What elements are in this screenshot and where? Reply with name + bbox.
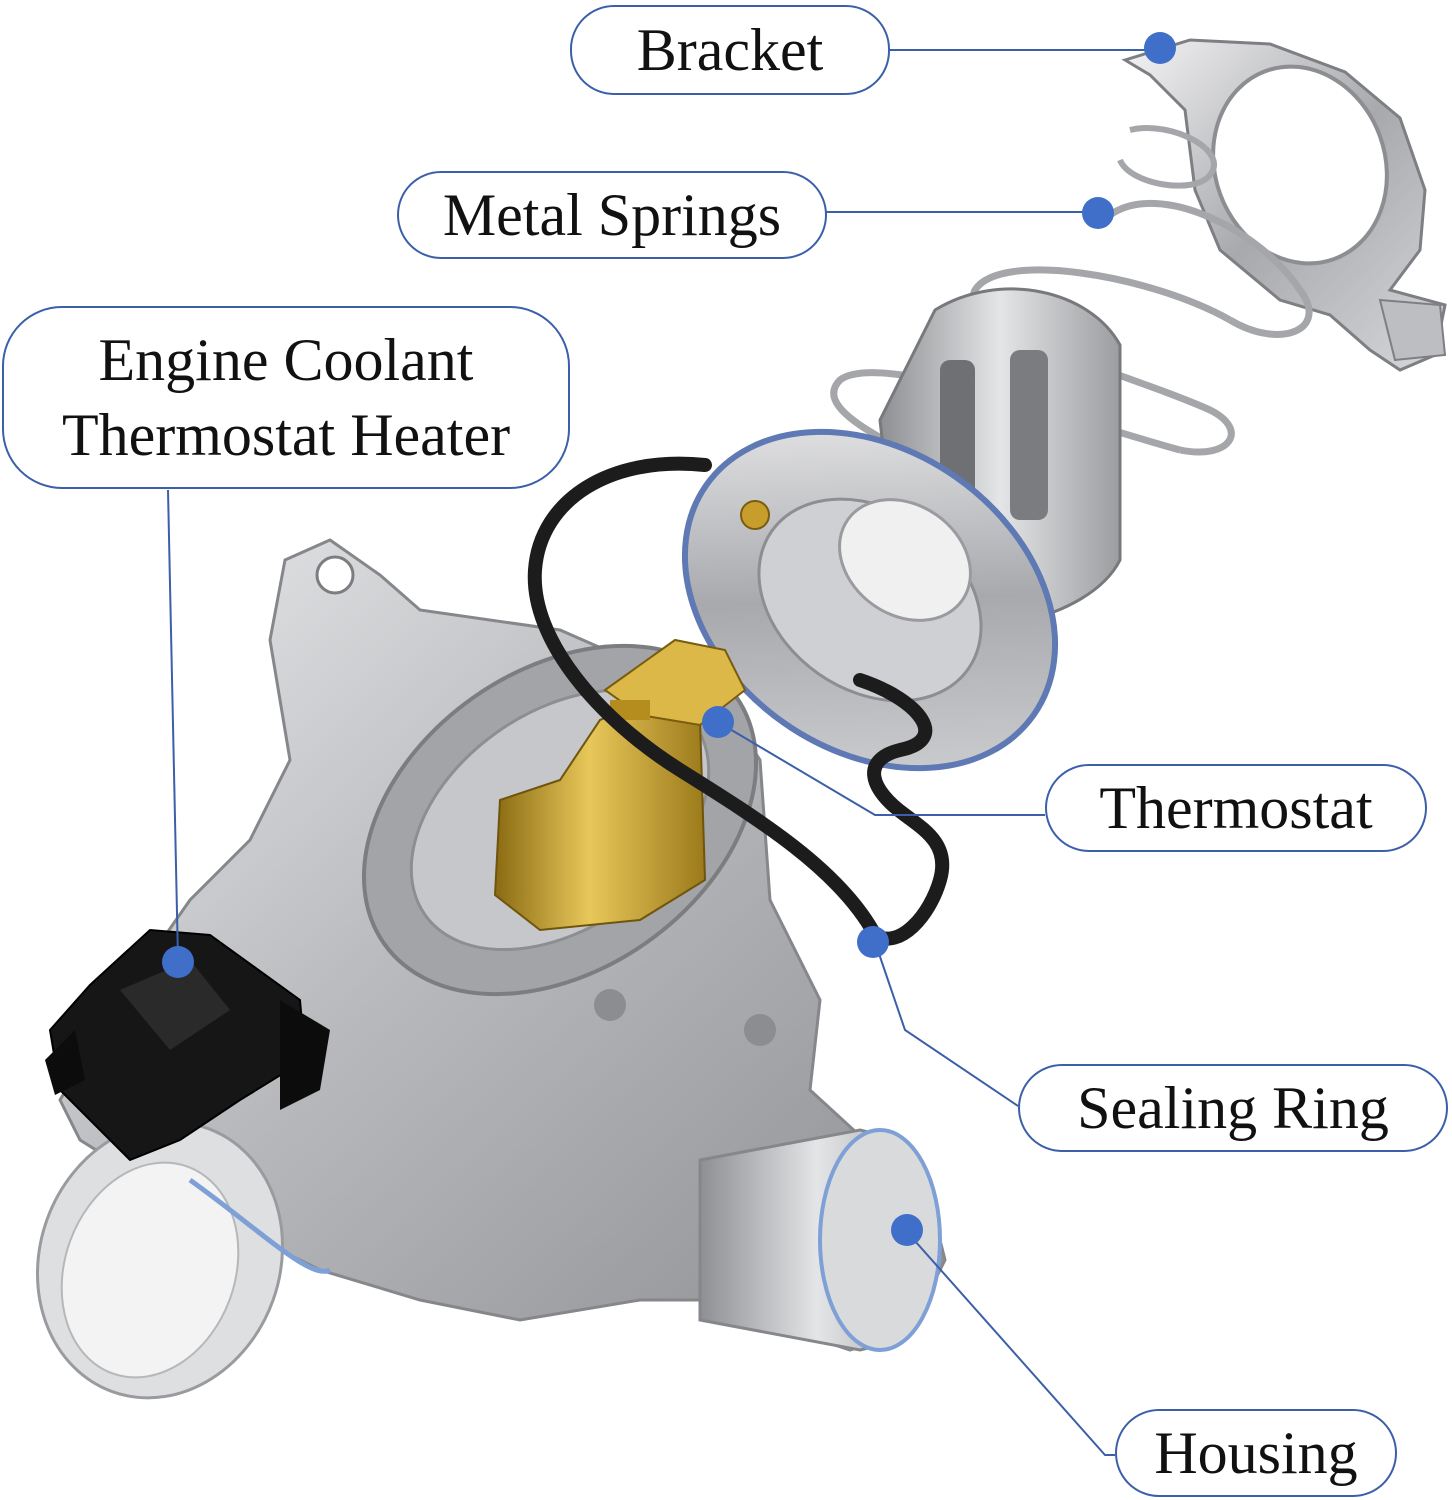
leader-heater	[167, 489, 179, 961]
leader-lines	[167, 49, 1160, 1456]
bracket-part	[1121, 38, 1447, 372]
dot-housing	[891, 1214, 923, 1246]
dot-metal-springs	[1082, 197, 1114, 229]
callout-dots	[162, 32, 1176, 1246]
dot-thermostat	[702, 706, 734, 738]
dot-bracket	[1144, 32, 1176, 64]
label-metal-springs: Metal Springs	[397, 171, 827, 259]
leader-housing	[906, 1231, 1115, 1456]
dot-sealing-ring	[857, 926, 889, 958]
connector-part	[45, 928, 330, 1162]
label-housing: Housing	[1115, 1409, 1397, 1497]
label-engine-coolant-thermostat-heater: Engine Coolant Thermostat Heater	[2, 306, 570, 489]
dot-heater	[162, 946, 194, 978]
label-thermostat: Thermostat	[1045, 764, 1427, 852]
label-heater-line1: Engine Coolant	[98, 326, 474, 393]
label-bracket: Bracket	[570, 5, 890, 95]
label-heater-line2: Thermostat Heater	[61, 401, 511, 468]
label-sealing-ring: Sealing Ring	[1018, 1064, 1448, 1152]
thermostat-valve-part	[681, 287, 1122, 772]
leader-sealing-ring	[874, 941, 1019, 1107]
leader-thermostat	[717, 721, 1045, 816]
